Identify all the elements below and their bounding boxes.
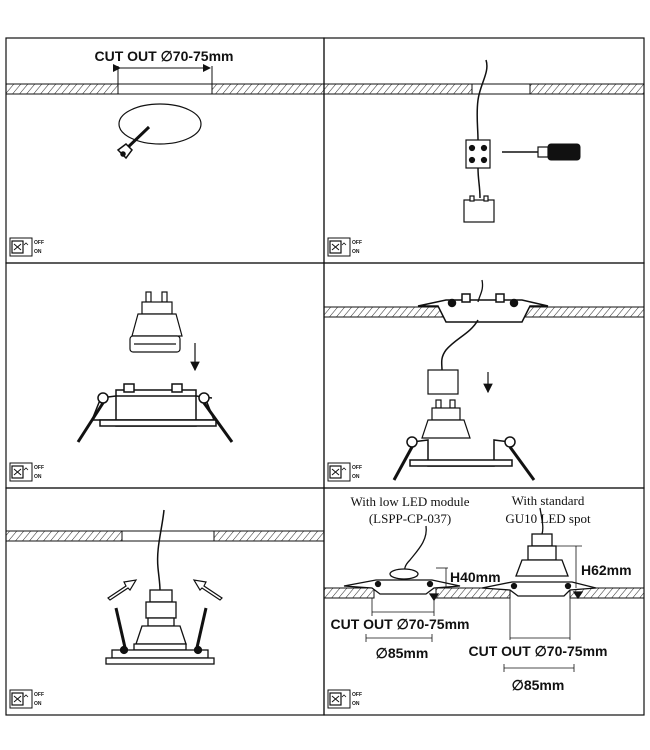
svg-text:ON: ON — [34, 701, 42, 707]
push-arrow-right — [192, 579, 223, 601]
lamp-cable — [477, 167, 481, 199]
power-switch-icon: OFF ON — [9, 462, 44, 482]
power-switch-icon: OFF ON — [327, 237, 362, 257]
low-module-cable — [404, 525, 427, 573]
supply-cable — [476, 59, 488, 141]
low-module-fixture-icon — [343, 568, 461, 602]
ceiling-hatch — [5, 530, 325, 542]
panel-step-1: CUT OUT ∅70-75mm OFF ON — [5, 48, 325, 257]
svg-text:ON: ON — [352, 249, 360, 255]
svg-text:ON: ON — [352, 701, 360, 707]
panel-step-5: OFF ON — [5, 509, 325, 709]
fixture-ring-icon — [392, 436, 536, 481]
mounted-fixture-icon — [417, 293, 549, 323]
ceiling-hatch — [323, 587, 645, 599]
ceiling-hatch — [5, 66, 325, 95]
svg-text:OFF: OFF — [352, 465, 362, 471]
svg-text:OFF: OFF — [34, 240, 44, 246]
standard-caption-line-2: GU10 LED spot — [505, 511, 591, 526]
standard-caption-line-1: With standard — [512, 493, 585, 508]
low-module-caption-line-1: With low LED module — [351, 494, 470, 509]
screwdriver-icon — [502, 143, 581, 161]
ceiling-hatch — [323, 83, 645, 95]
svg-text:ON: ON — [352, 474, 360, 480]
svg-text:OFF: OFF — [34, 692, 44, 698]
power-switch-icon: OFF ON — [9, 237, 44, 257]
hole-saw-icon — [116, 125, 151, 160]
low-height-label: H40mm — [450, 569, 501, 585]
lamp-cable — [440, 319, 479, 371]
panel-step-4: OFF ON — [323, 279, 645, 482]
fixture-ring-icon — [76, 383, 234, 443]
power-switch-icon: OFF ON — [327, 462, 362, 482]
panel-step-6: With low LED module (LSPP-CP-037) With s… — [323, 493, 645, 709]
standard-height-label: H62mm — [581, 562, 632, 578]
standard-diameter-label: ∅85mm — [512, 677, 565, 693]
standard-spot-fixture-icon — [481, 533, 597, 600]
low-cutout-label: CUT OUT ∅70-75mm — [330, 616, 469, 632]
supply-cable — [156, 509, 165, 591]
gu10-socket-icon — [427, 369, 459, 395]
standard-cutout-label: CUT OUT ∅70-75mm — [468, 643, 607, 659]
panel-step-2: OFF ON — [323, 59, 645, 257]
terminal-block-icon — [465, 139, 491, 169]
standard-spot-cable — [539, 507, 544, 535]
supply-cable — [477, 279, 484, 303]
cutout-hole-outline — [118, 103, 202, 145]
svg-text:ON: ON — [34, 474, 42, 480]
svg-text:OFF: OFF — [352, 240, 362, 246]
cutout-label: CUT OUT ∅70-75mm — [94, 48, 233, 64]
panel-step-3: OFF ON — [9, 291, 234, 482]
low-module-caption-line-2: (LSPP-CP-037) — [369, 511, 451, 526]
svg-text:OFF: OFF — [352, 692, 362, 698]
power-switch-icon: OFF ON — [9, 689, 44, 709]
power-switch-icon: OFF ON — [327, 689, 362, 709]
low-diameter-label: ∅85mm — [376, 645, 429, 661]
gu10-lamp-icon — [421, 399, 471, 439]
push-arrow-left — [107, 579, 138, 601]
gu10-lamp-icon — [129, 291, 183, 353]
gu10-socket-icon — [463, 195, 495, 223]
panel-grid — [5, 37, 645, 716]
fixture-assembly-icon — [105, 589, 215, 665]
svg-text:ON: ON — [34, 249, 42, 255]
svg-text:OFF: OFF — [34, 465, 44, 471]
